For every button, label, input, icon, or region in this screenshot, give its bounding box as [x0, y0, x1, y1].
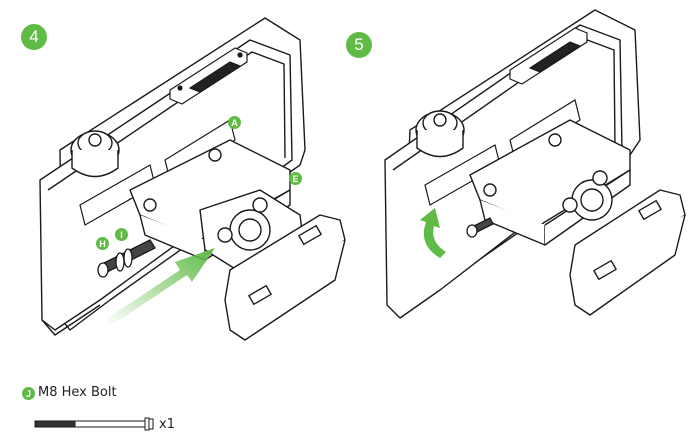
step-4-number: 4	[29, 27, 39, 46]
step-4-badge: 4	[21, 24, 47, 50]
callout-j: J	[22, 387, 35, 400]
step4-insert-arrow	[105, 248, 215, 325]
step4-pole-clamp	[199, 189, 346, 341]
step5-cable-gland	[415, 110, 465, 158]
callout-a: A	[228, 116, 241, 129]
callout-h: H	[96, 237, 109, 250]
step5-port-panel	[509, 27, 588, 85]
step-5-badge: 5	[346, 32, 372, 58]
callout-e: E	[289, 172, 302, 185]
step5-bolt-head	[466, 217, 494, 238]
step4-hex-bolt	[97, 239, 156, 278]
step4-port-panel	[169, 47, 248, 105]
legend-quantity: x1	[159, 417, 175, 432]
step4-cable-gland	[70, 130, 120, 178]
callout-i: I	[115, 228, 128, 241]
legend-part-name: M8 Hex Bolt	[38, 385, 117, 400]
step-5-number: 5	[354, 35, 364, 54]
step5-pole-clamp	[562, 170, 686, 316]
step5-rotate-arrow	[420, 208, 446, 258]
legend-bolt-icon	[34, 417, 154, 431]
